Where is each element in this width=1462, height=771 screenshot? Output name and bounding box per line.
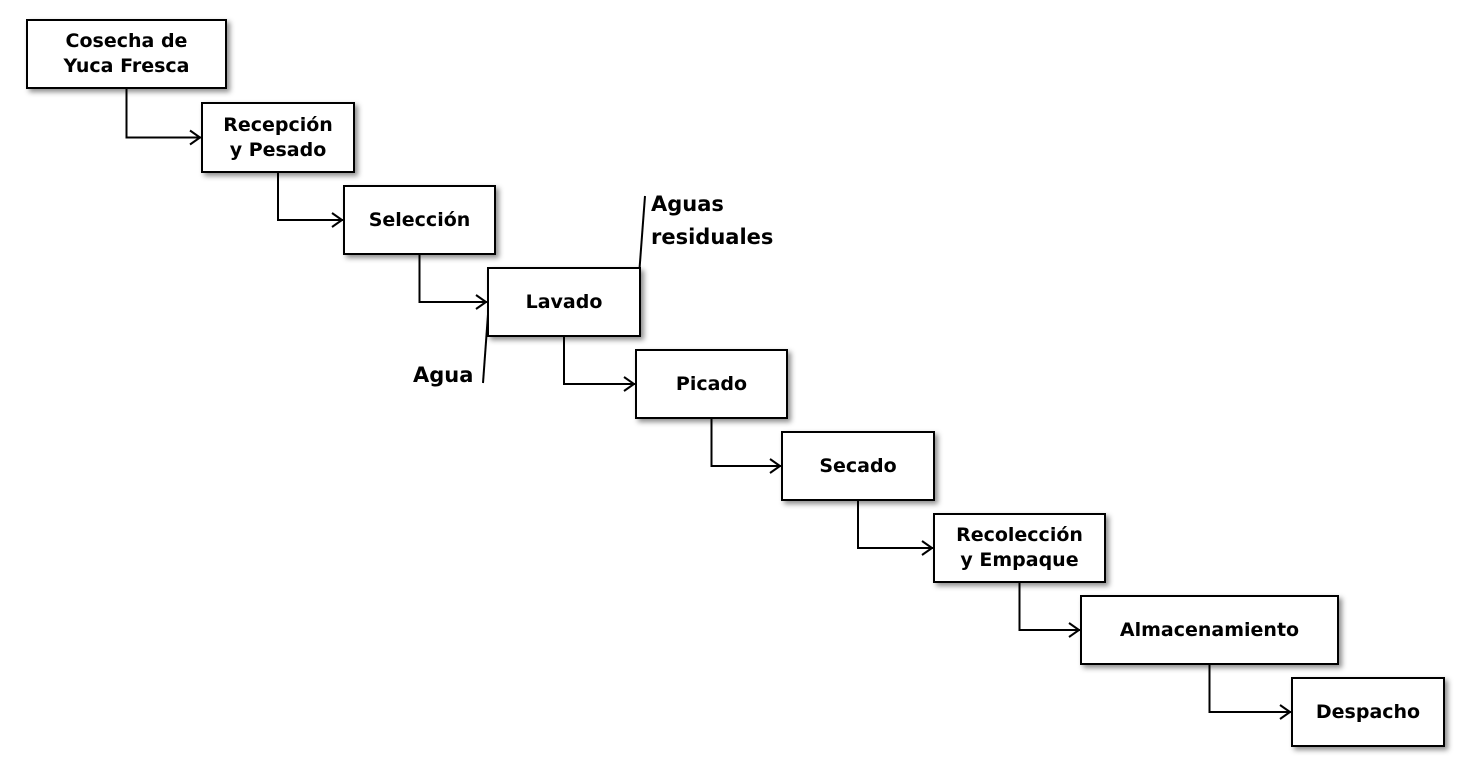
step-picado: Picado: [635, 349, 788, 419]
step-almacenamiento: Almacenamiento: [1080, 595, 1339, 665]
arrowhead-recoleccion: [921, 540, 934, 556]
step-secado: Secado: [781, 431, 935, 501]
connector-almacenamiento-to-despacho: [1208, 665, 1291, 713]
arrowhead-despacho: [1279, 704, 1292, 720]
arrowhead-recepcion: [189, 129, 202, 146]
arrowhead-almacenamiento: [1068, 622, 1081, 638]
step-seleccion: Selección: [343, 185, 496, 255]
step-cosecha: Cosecha de Yuca Fresca: [26, 19, 227, 89]
step-recepcion: Recepción y Pesado: [201, 102, 355, 173]
arrowhead-secado: [769, 458, 782, 474]
connector-cosecha-to-recepcion: [125, 89, 201, 139]
connector-lavado-to-picado: [563, 337, 635, 385]
step-lavado: Lavado: [487, 267, 641, 337]
connector-secado-to-recoleccion: [857, 501, 933, 549]
label-agua: Agua: [413, 363, 474, 387]
arrowhead-seleccion: [331, 212, 344, 228]
connector-recepcion-to-seleccion: [277, 173, 343, 221]
arrowhead-lavado: [475, 294, 488, 310]
connector-seleccion-to-lavado: [418, 255, 487, 303]
step-recoleccion: Recolección y Empaque: [933, 513, 1106, 583]
connector-picado-to-secado: [710, 419, 781, 467]
label-aguas-residuales: Aguas residuales: [651, 192, 774, 249]
step-despacho: Despacho: [1291, 677, 1445, 747]
arrowhead-picado: [623, 376, 636, 392]
connector-recoleccion-to-almacenamiento: [1018, 583, 1080, 631]
